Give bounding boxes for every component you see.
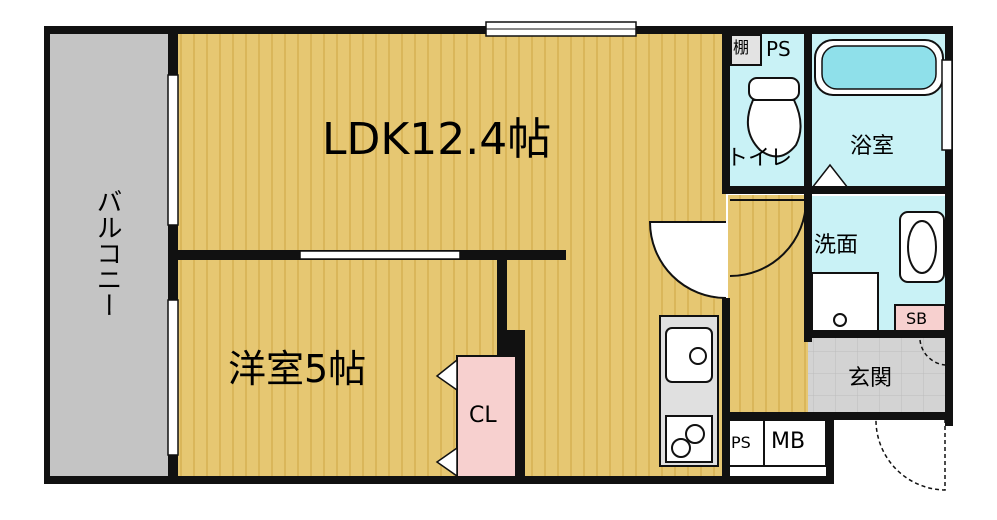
ldk-floor <box>176 32 726 254</box>
window-bath <box>941 59 953 151</box>
stove <box>665 415 713 463</box>
label-ps-top: PS <box>766 37 791 61</box>
room-label-ldk: LDK12.4帖 <box>322 114 552 165</box>
label-mb: MB <box>771 429 806 454</box>
basin-bowl <box>907 220 937 274</box>
room-label-bath: 浴室 <box>850 134 895 159</box>
bathtub-inner <box>821 45 937 90</box>
label-shelf: 棚 <box>733 38 750 57</box>
room-label-toilet: トイレ <box>726 146 793 171</box>
entrance-floor <box>808 338 948 418</box>
sink-drain <box>689 347 707 365</box>
door-swing-ldk <box>648 221 727 299</box>
window-ldk <box>167 74 179 226</box>
washer-drain <box>833 313 847 327</box>
room-label-entrance: 玄関 <box>848 366 893 391</box>
burner-left <box>671 438 691 458</box>
toilet-bowl <box>746 99 802 158</box>
window-western <box>167 299 179 456</box>
hallway-floor <box>728 195 808 415</box>
room-label-western: 洋室5帖 <box>228 347 367 391</box>
door-swing-sb <box>919 339 946 366</box>
door-swing-entrance <box>875 417 946 491</box>
room-label-closet: CL <box>469 403 497 428</box>
closet-floor <box>456 355 520 481</box>
partition-sliding-door <box>299 250 461 260</box>
closet-door-top <box>435 358 458 392</box>
wash-basin <box>899 211 945 283</box>
label-sb: SB <box>906 309 928 328</box>
balcony-area <box>48 32 170 480</box>
burner-right <box>685 424 705 444</box>
kitchen-sink <box>665 327 713 383</box>
label-ps-bottom: PS <box>731 433 751 452</box>
toilet-tank <box>748 77 800 101</box>
closet-door-bottom <box>435 446 458 478</box>
room-label-washroom: 洗面 <box>814 233 859 258</box>
shelf-box <box>730 34 762 66</box>
room-label-balcony: バルコニー <box>92 188 122 318</box>
